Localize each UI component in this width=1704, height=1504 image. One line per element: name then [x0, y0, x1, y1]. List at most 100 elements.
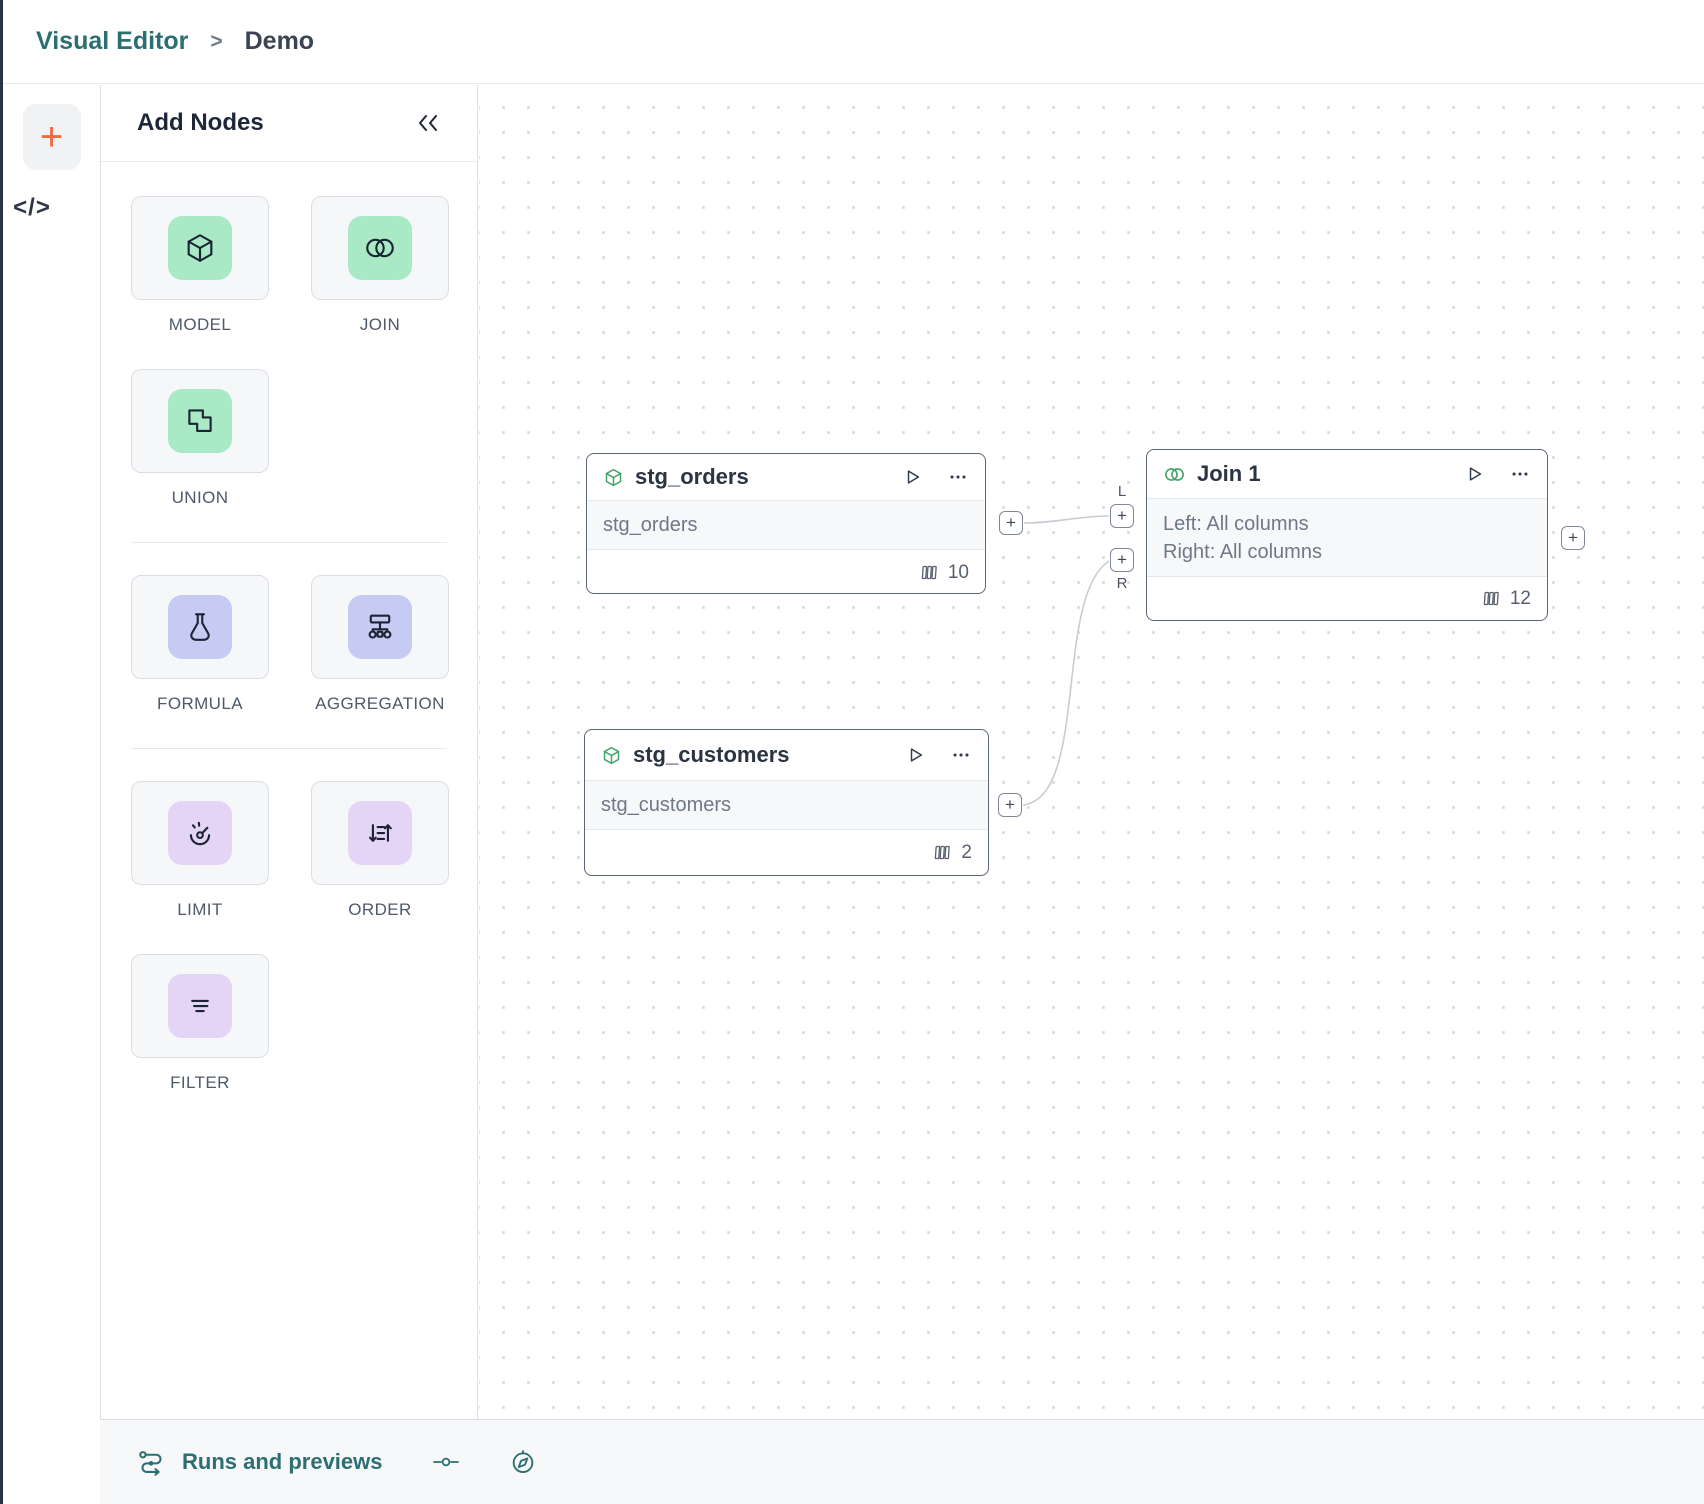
panel-body: MODEL JOIN UNION	[101, 162, 477, 1093]
add-node-limit-label: LIMIT	[177, 900, 223, 919]
gauge-icon	[168, 801, 232, 865]
node-title: stg_customers	[633, 742, 790, 767]
add-node-aggregation-label: AGGREGATION	[315, 694, 445, 713]
join-left-port-label: L	[1117, 483, 1127, 500]
add-node-aggregation[interactable]	[311, 575, 449, 679]
left-rail: + </>	[3, 85, 100, 1504]
node-body[interactable]: stg_customers	[585, 780, 988, 830]
window-left-edge	[0, 0, 3, 1504]
bottom-bar: Runs and previews	[100, 1419, 1704, 1504]
add-node-formula[interactable]	[131, 575, 269, 679]
node-header: Join 1	[1147, 450, 1547, 498]
top-bar: Visual Editor > Demo	[3, 0, 1704, 84]
node-menu-button[interactable]	[947, 466, 969, 488]
port-join-right-input[interactable]: +	[1110, 548, 1134, 572]
more-menu-icon	[950, 475, 966, 479]
add-node-model-label: MODEL	[168, 315, 232, 334]
column-count: 2	[961, 841, 972, 863]
node-stg-customers[interactable]: stg_customers stg_customers 2	[584, 729, 989, 876]
model-cube-icon	[603, 746, 620, 764]
plus-icon: +	[39, 115, 64, 159]
runs-route-icon	[139, 1450, 162, 1476]
column-count: 10	[947, 561, 969, 583]
node-stg-orders[interactable]: stg_orders stg_orders 10	[586, 453, 986, 594]
union-shapes-icon	[168, 389, 232, 453]
run-node-button[interactable]	[901, 466, 923, 488]
filter-lines-icon	[168, 974, 232, 1038]
columns-icon	[921, 565, 937, 580]
run-node-button[interactable]	[904, 744, 926, 766]
edge-customers-to-join-right[interactable]	[1022, 560, 1110, 806]
column-count: 12	[1509, 587, 1531, 609]
flask-icon	[168, 595, 232, 659]
add-node-union[interactable]	[131, 369, 269, 473]
explore-button[interactable]	[509, 1448, 537, 1476]
node-header: stg_orders	[587, 454, 985, 500]
breadcrumb-separator: >	[210, 29, 223, 53]
more-menu-icon	[953, 753, 969, 757]
port-join-output[interactable]: +	[1561, 526, 1585, 550]
add-node-order-label: ORDER	[348, 900, 412, 919]
node-source-label: stg_orders	[603, 514, 698, 536]
play-icon	[1469, 467, 1482, 481]
play-icon	[910, 748, 923, 762]
join-right-config: Right: All columns	[1163, 540, 1322, 563]
add-node-button[interactable]: +	[22, 104, 81, 170]
columns-icon	[935, 845, 951, 860]
edge-orders-to-join-left[interactable]	[1023, 515, 1110, 524]
commit-button[interactable]	[431, 1450, 461, 1474]
add-node-filter-label: FILTER	[170, 1073, 230, 1092]
play-icon	[907, 470, 920, 484]
runs-and-previews-label: Runs and previews	[182, 1449, 383, 1474]
port-stg-customers-output[interactable]: +	[998, 793, 1022, 817]
node-body[interactable]: Left: All columns Right: All columns	[1147, 498, 1547, 577]
node-header: stg_customers	[585, 730, 988, 780]
add-node-join-label: JOIN	[359, 315, 401, 334]
join-circles-icon	[348, 216, 412, 280]
double-chevron-left-icon	[419, 115, 437, 131]
add-node-order[interactable]	[311, 781, 449, 885]
edges-layer	[1022, 515, 1110, 806]
add-node-model[interactable]	[131, 196, 269, 300]
run-node-button[interactable]	[1463, 463, 1485, 485]
compass-icon	[512, 1450, 533, 1473]
more-menu-icon	[1512, 472, 1528, 476]
sort-arrows-icon	[348, 801, 412, 865]
node-menu-button[interactable]	[950, 744, 972, 766]
node-title: stg_orders	[635, 464, 749, 489]
node-footer: 2	[585, 830, 988, 875]
join-left-config: Left: All columns	[1163, 512, 1309, 535]
join-circles-icon	[1165, 467, 1184, 481]
node-menu-button[interactable]	[1509, 463, 1531, 485]
add-node-union-label: UNION	[171, 488, 229, 507]
add-node-filter[interactable]	[131, 954, 269, 1058]
node-footer: 12	[1147, 577, 1547, 620]
panel-title: Add Nodes	[137, 109, 264, 136]
canvas[interactable]: stg_orders stg_orders 10 stg_customers	[479, 85, 1704, 1419]
node-body[interactable]: stg_orders	[587, 500, 985, 550]
collapse-panel-button[interactable]	[415, 112, 441, 134]
runs-and-previews-toggle[interactable]: Runs and previews	[136, 1448, 383, 1477]
add-nodes-header: Add Nodes	[101, 85, 477, 162]
columns-icon	[1483, 591, 1499, 606]
add-node-limit[interactable]	[131, 781, 269, 885]
panel-divider	[131, 748, 447, 749]
breadcrumb-current-page: Demo	[244, 27, 315, 55]
cube-icon	[168, 216, 232, 280]
code-icon: </>	[13, 194, 51, 221]
port-join-left-input[interactable]: +	[1110, 504, 1134, 528]
add-nodes-panel: Add Nodes MODEL JOIN	[100, 85, 478, 1419]
add-node-formula-label: FORMULA	[157, 694, 243, 713]
node-title: Join 1	[1197, 461, 1261, 486]
code-view-button[interactable]: </>	[3, 194, 61, 222]
node-footer: 10	[587, 550, 985, 593]
add-node-join[interactable]	[311, 196, 449, 300]
panel-divider	[131, 542, 447, 543]
join-right-port-label: R	[1116, 575, 1128, 592]
breadcrumb-app-link[interactable]: Visual Editor	[36, 27, 189, 55]
model-cube-icon	[605, 468, 622, 486]
port-stg-orders-output[interactable]: +	[999, 511, 1023, 535]
sitemap-icon	[348, 595, 412, 659]
node-join-1[interactable]: Join 1 Left: All columns Right: All colu…	[1146, 449, 1548, 621]
commit-icon	[432, 1457, 459, 1467]
